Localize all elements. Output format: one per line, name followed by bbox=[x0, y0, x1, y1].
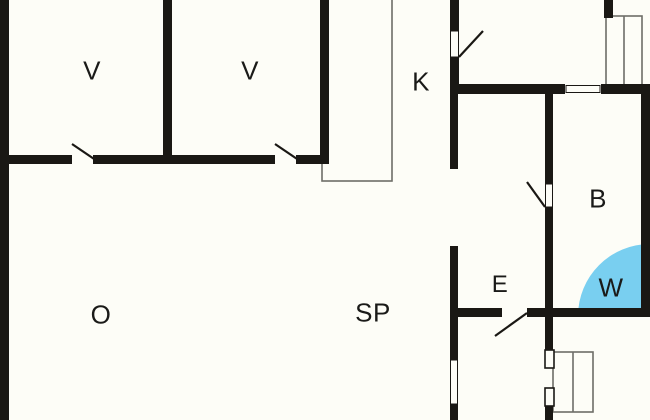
window-bath-top-icon bbox=[565, 85, 601, 93]
door-v-right-leaf bbox=[274, 143, 304, 164]
door-entry-gap bbox=[502, 308, 527, 317]
door-symbols bbox=[71, 30, 553, 337]
window-openings bbox=[450, 85, 601, 405]
wall-v-right-upper bbox=[320, 0, 329, 161]
wall-lower-vertical-center-upper bbox=[545, 316, 553, 353]
wall-entry-horizontal-right bbox=[527, 308, 650, 317]
room-label-k: K bbox=[412, 66, 430, 97]
exterior-wall-left bbox=[0, 0, 9, 420]
room-label-v-left: V bbox=[83, 55, 101, 86]
door-kitchen-leaf bbox=[458, 30, 484, 58]
wall-v-bottom-right-segment bbox=[296, 155, 329, 164]
wall-entry-vertical-left bbox=[450, 246, 458, 316]
wall-bath-top-right-stub bbox=[604, 0, 613, 18]
door-bath-gap bbox=[545, 183, 553, 208]
wall-lower-vertical-left-upper bbox=[450, 316, 458, 360]
wall-bath-vertical-lower bbox=[545, 206, 553, 317]
door-entry-leaf bbox=[494, 312, 528, 337]
counter-kitchen-icon bbox=[321, 0, 393, 182]
wall-v-bottom-left-segment bbox=[0, 155, 72, 164]
door-hinge-blocks bbox=[544, 349, 555, 407]
window-lower-left-icon bbox=[450, 359, 458, 405]
door-bath-leaf bbox=[526, 181, 546, 208]
wall-v-bottom-left-segment-b bbox=[93, 155, 172, 164]
door-kitchen-gap bbox=[450, 30, 459, 58]
room-label-b: B bbox=[589, 183, 607, 214]
wall-kitchen-horizontal bbox=[450, 84, 565, 94]
room-label-w: W bbox=[598, 272, 624, 303]
wall-entry-horizontal-left bbox=[450, 308, 502, 317]
wall-v-divider-center bbox=[163, 0, 172, 161]
room-label-v-right: V bbox=[241, 55, 259, 86]
wall-v-bottom-mid-segment bbox=[172, 155, 275, 164]
door-v-left-leaf bbox=[71, 143, 101, 164]
wall-hall-vertical bbox=[450, 93, 458, 169]
shower-corner-fixture bbox=[578, 244, 641, 316]
door-v-left-gap bbox=[72, 155, 93, 164]
wall-lower-vertical-left-lower bbox=[450, 404, 458, 420]
door-v-right-gap bbox=[275, 155, 296, 164]
room-label-sp: SP bbox=[355, 297, 391, 328]
hinge-block-top bbox=[544, 349, 555, 369]
exterior-wall-right bbox=[641, 84, 650, 317]
wall-kitchen-horizontal-b bbox=[601, 84, 650, 94]
wall-kitchen-vertical-upper bbox=[450, 0, 459, 31]
wall-kitchen-vertical-lower bbox=[450, 57, 459, 94]
wall-bath-vertical-upper bbox=[545, 93, 553, 184]
room-label-e: E bbox=[491, 271, 509, 298]
hinge-block-bottom bbox=[544, 387, 555, 407]
room-label-o: O bbox=[90, 299, 112, 330]
